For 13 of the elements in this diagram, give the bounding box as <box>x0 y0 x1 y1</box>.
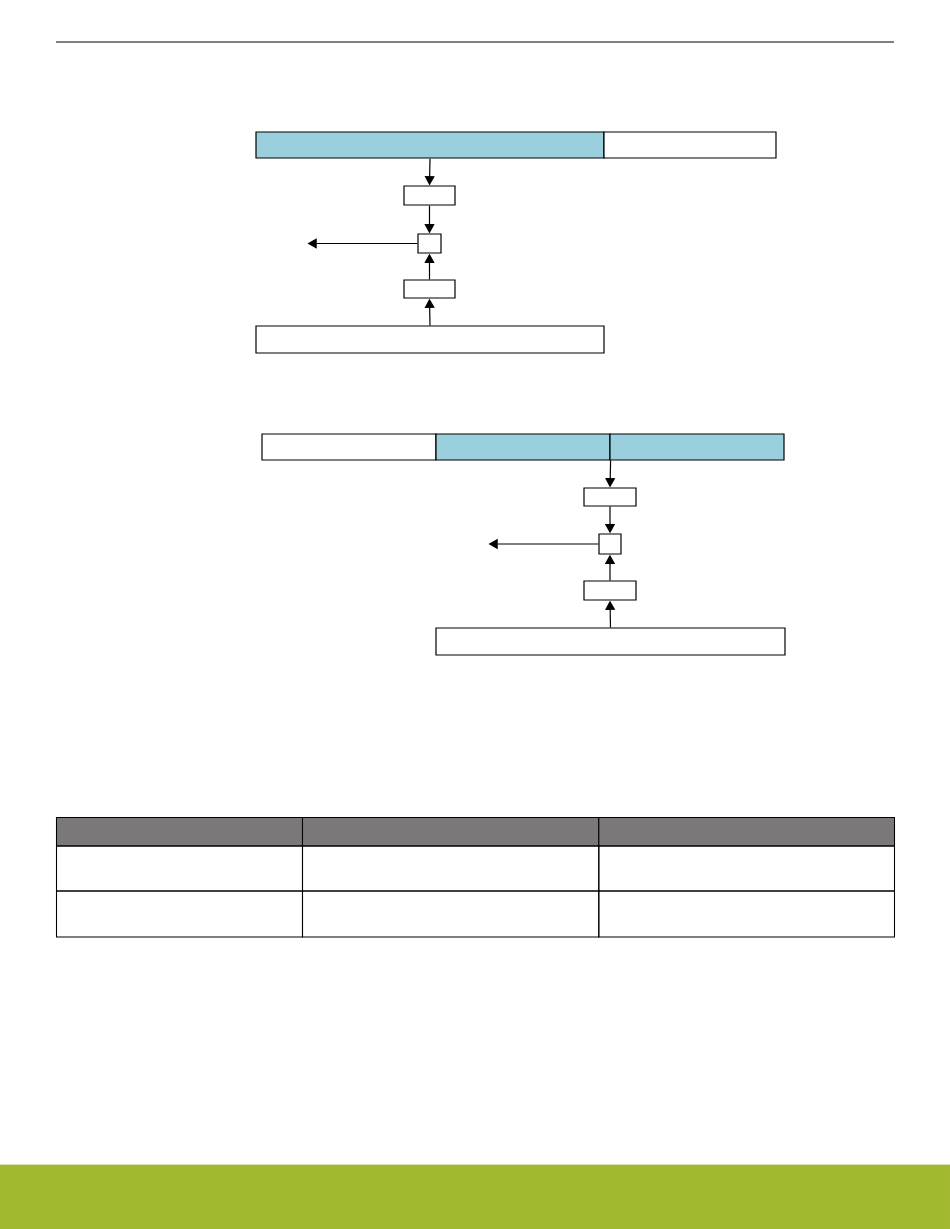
field-box <box>603 131 777 159</box>
field-box <box>435 433 611 461</box>
field-box <box>261 433 437 461</box>
process-box <box>583 487 637 507</box>
field-box <box>255 325 605 354</box>
field-box <box>255 131 605 159</box>
process-box <box>403 279 456 299</box>
small-box <box>598 533 622 555</box>
small-box <box>417 233 442 254</box>
field-box <box>435 627 786 656</box>
field-box <box>609 433 785 461</box>
process-box <box>583 580 637 601</box>
process-box <box>403 185 456 206</box>
